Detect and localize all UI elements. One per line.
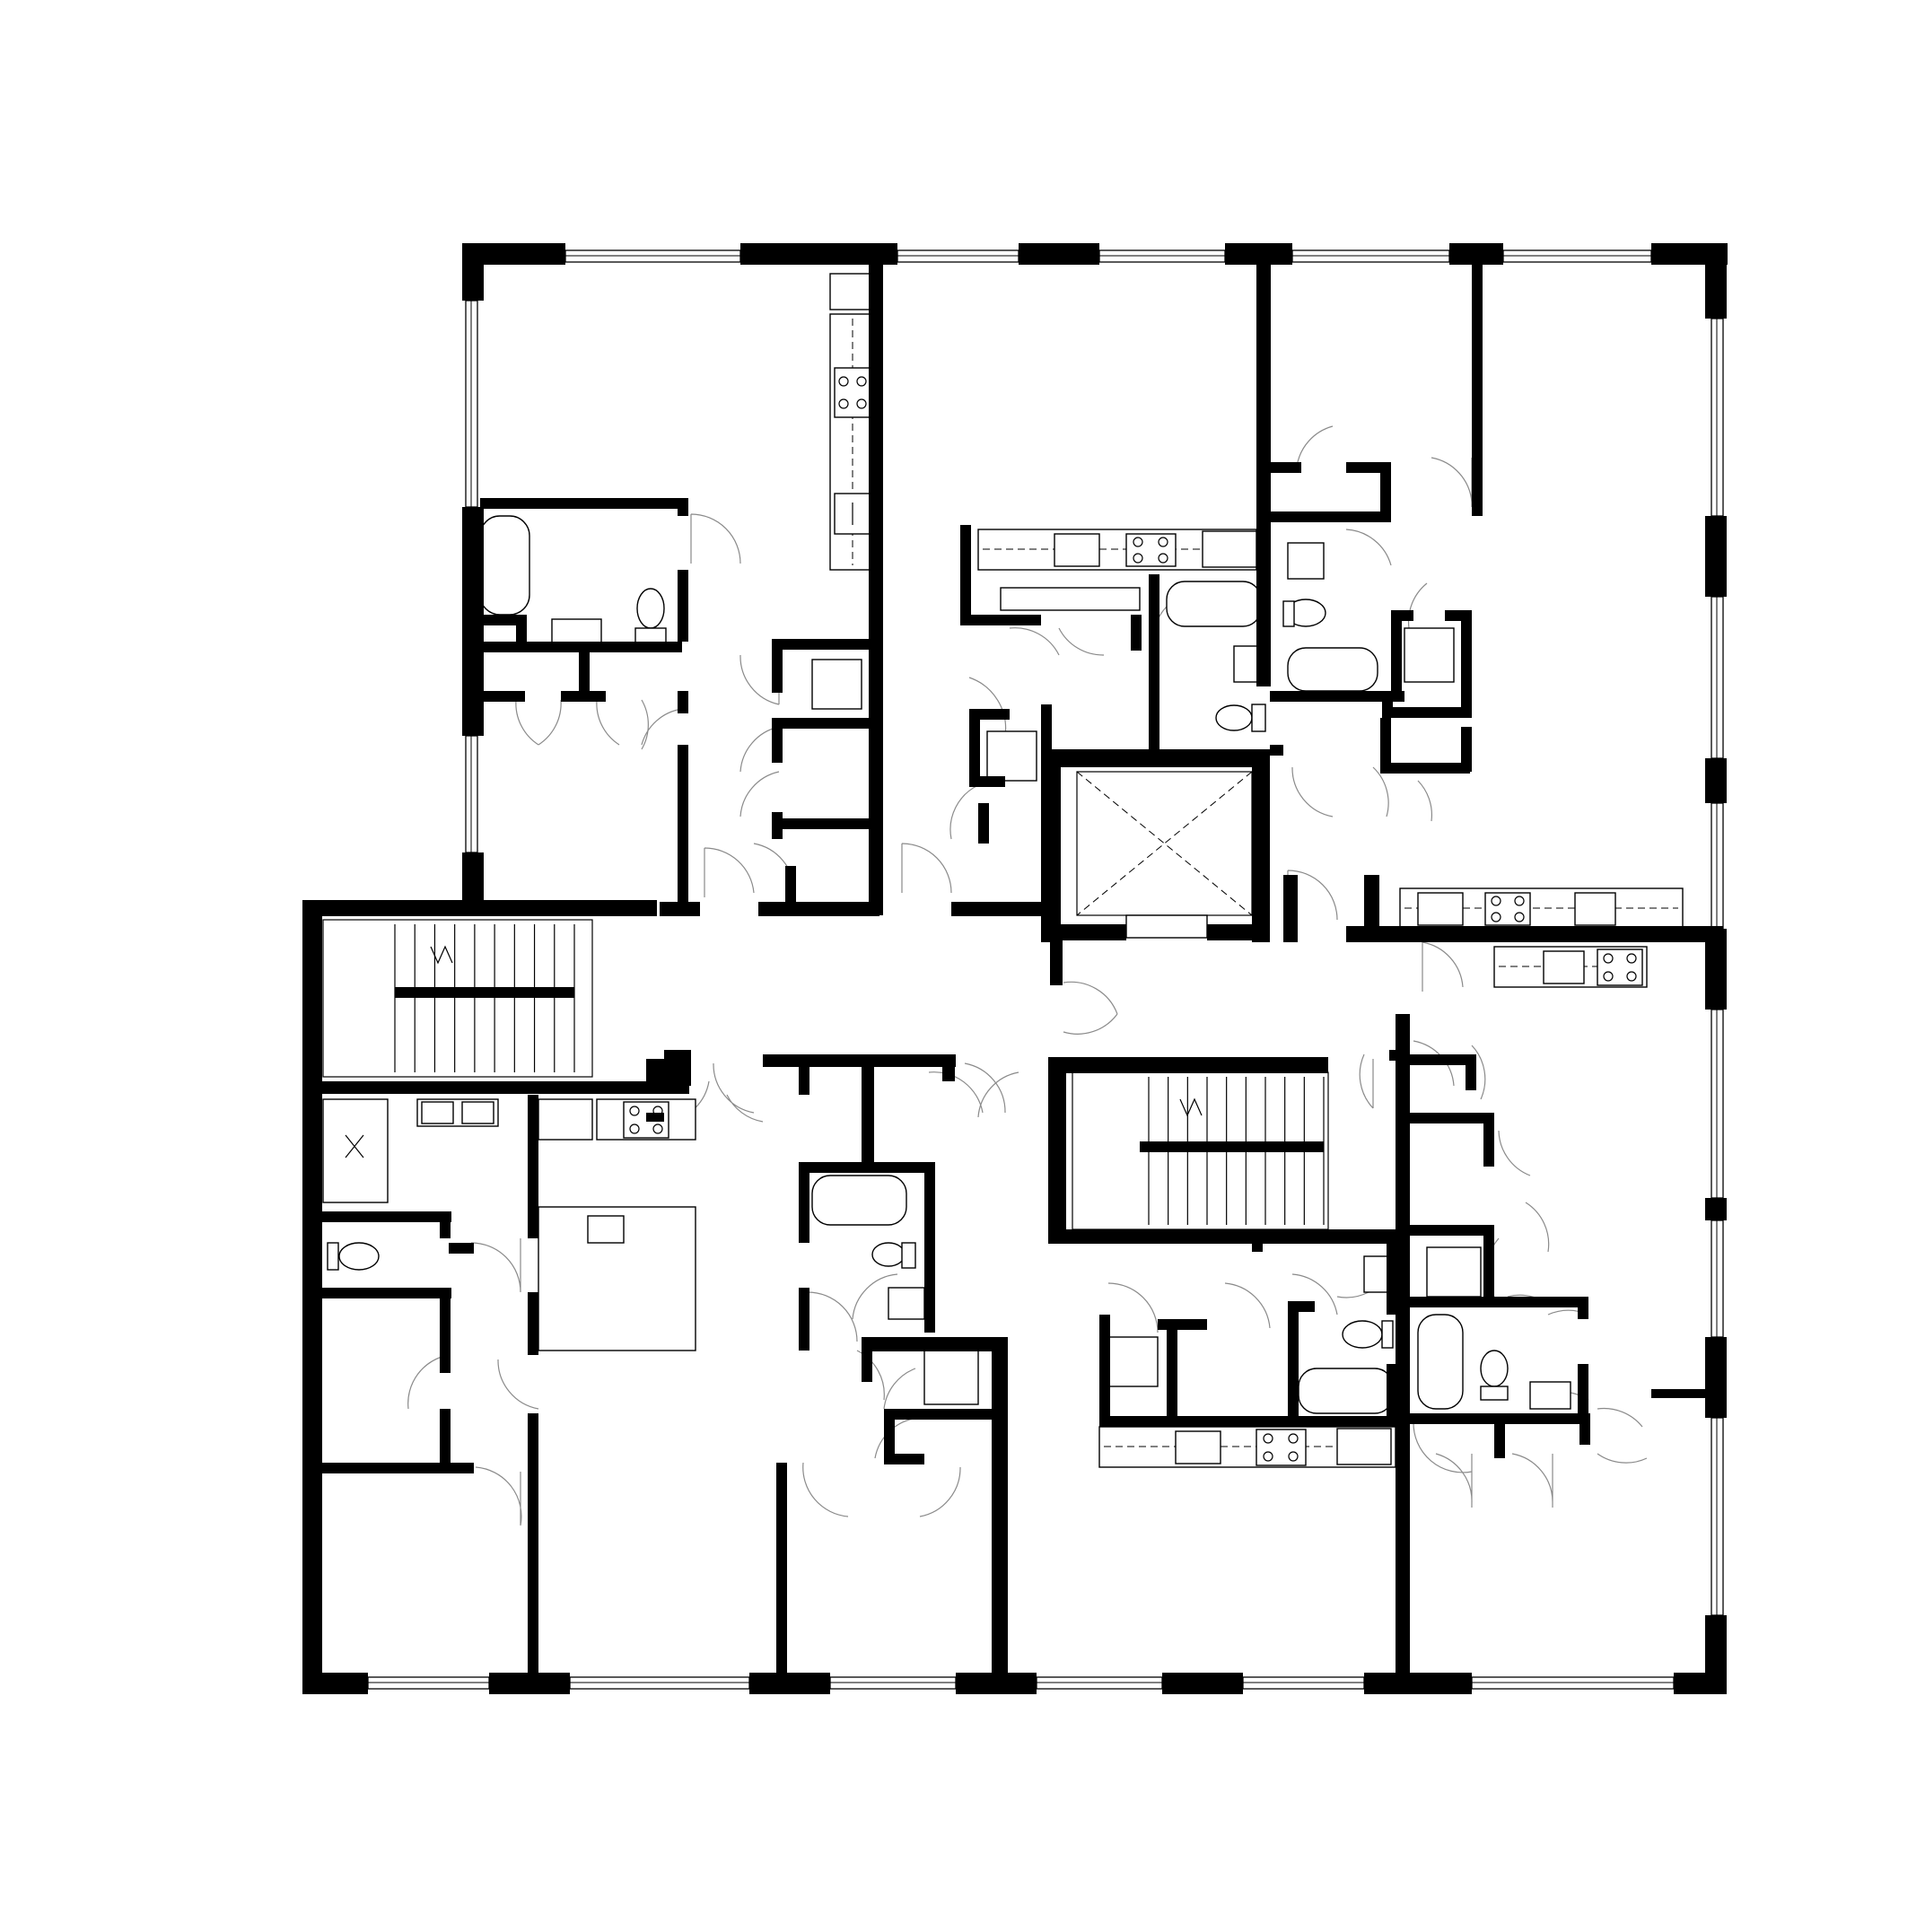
bathtub-icon [1166,581,1262,627]
elevator [1076,771,1253,939]
bathtub-icon [811,1175,907,1226]
washer-dryer-icon [1426,1246,1482,1298]
toilet-icon [1215,704,1253,731]
door-swing-15 [1291,766,1433,822]
door-swing-11 [949,677,1007,840]
washer-dryer-icon [923,1350,979,1405]
kitchen-sink-icon [1543,950,1585,984]
kitchen-counter-unit-c [1399,887,1684,930]
door-swing-9 [901,843,952,894]
kitchen-sink-icon [1574,892,1616,926]
refrigerator-icon [1202,530,1257,568]
walls [302,243,1728,1694]
cooktop-icon [1125,533,1177,567]
stair-right [1072,1071,1329,1230]
kitchen-sink-icon [1175,1430,1221,1464]
shower-icon [322,1098,389,1203]
kitchen-sink-icon [1054,533,1100,567]
elevator-door [1125,914,1208,939]
door-swing-28 [1597,1407,1648,1464]
bathroom-unit-a [479,515,667,647]
bath-sink-icon [1529,1381,1571,1410]
washer-dryer-icon [811,659,862,710]
window-mullions [368,255,1718,1683]
bathroom-unit-f [811,1175,925,1320]
door-swing-14 [1345,529,1428,629]
bathroom-unit-c [1282,542,1378,692]
bathtub-icon [1287,647,1378,692]
stair-left [322,919,593,1078]
kitchen-counter-unit-a [829,273,876,571]
refrigerator-icon [1336,1428,1392,1465]
washer-dryer-icon [1404,627,1455,683]
toilet-icon [1480,1350,1509,1387]
door-swing-10 [1009,627,1105,656]
washer-dryer-icon [1107,1336,1159,1387]
door-swing-34 [470,1238,521,1293]
refrigerator-icon [829,273,876,310]
bathtub-icon [479,515,530,616]
kitchen-counter-unit-d [1493,946,1648,988]
door-swing-25 [1486,1130,1550,1298]
door-swing-37 [1413,1421,1473,1473]
cooktop-icon [1484,892,1531,926]
door-swing-7 [704,847,755,897]
bathroom-unit-d [1417,1314,1571,1410]
door-swing-19 [1359,1053,1374,1109]
door-swing-1 [690,513,741,564]
cooktop-icon [1597,949,1643,986]
stair-break-mark [1179,1097,1203,1117]
cooktop-icon [1256,1429,1307,1466]
stair-landing-rail [395,987,574,998]
stair-landing-rail [1140,1141,1324,1152]
door-swing-33 [802,1462,961,1517]
bathroom-unit-e [1298,1255,1396,1414]
toilet-icon [338,1242,380,1271]
toilet-icon [636,588,665,629]
refrigerator-icon [538,1098,593,1141]
bathroom-unit-b [1166,581,1266,732]
bath-sink-icon [1287,542,1325,580]
refrigerator-icon [1417,892,1464,926]
door-swing-4 [641,708,683,746]
cooktop-icon [834,367,871,418]
kitchen-counter-unit-e [1098,1426,1396,1468]
door-swing-18 [1063,981,1118,1035]
bathroom-unit-g [322,1098,499,1271]
door-swing-22 [964,1062,1006,1114]
fixtures [322,273,1684,1468]
door-swing-23 [977,1071,1019,1118]
bathtub-icon [1298,1368,1394,1414]
toilet-icon [1342,1320,1383,1349]
door-swing-3 [596,699,649,750]
door-swing-29 [1435,1453,1553,1508]
door-swing-17 [1422,941,1464,992]
door-swing-21 [928,1071,984,1114]
bathtub-icon [1417,1314,1464,1410]
closet-shelf [1000,587,1141,611]
bath-sink-icon [888,1287,925,1320]
stair-break-mark [430,945,453,965]
door-swing-36 [475,1466,522,1526]
door-swing-2 [515,699,562,746]
island-sink-icon [587,1215,625,1244]
washer-dryer-icon [986,730,1037,782]
kitchen-unit-g [538,1098,696,1351]
door-swing-35 [407,1354,539,1410]
toilet-icon [871,1242,906,1267]
kitchen-counter-unit-b [977,529,1257,571]
door-swing-30 [1107,1273,1369,1333]
elevator-shaft-x [1076,771,1253,916]
